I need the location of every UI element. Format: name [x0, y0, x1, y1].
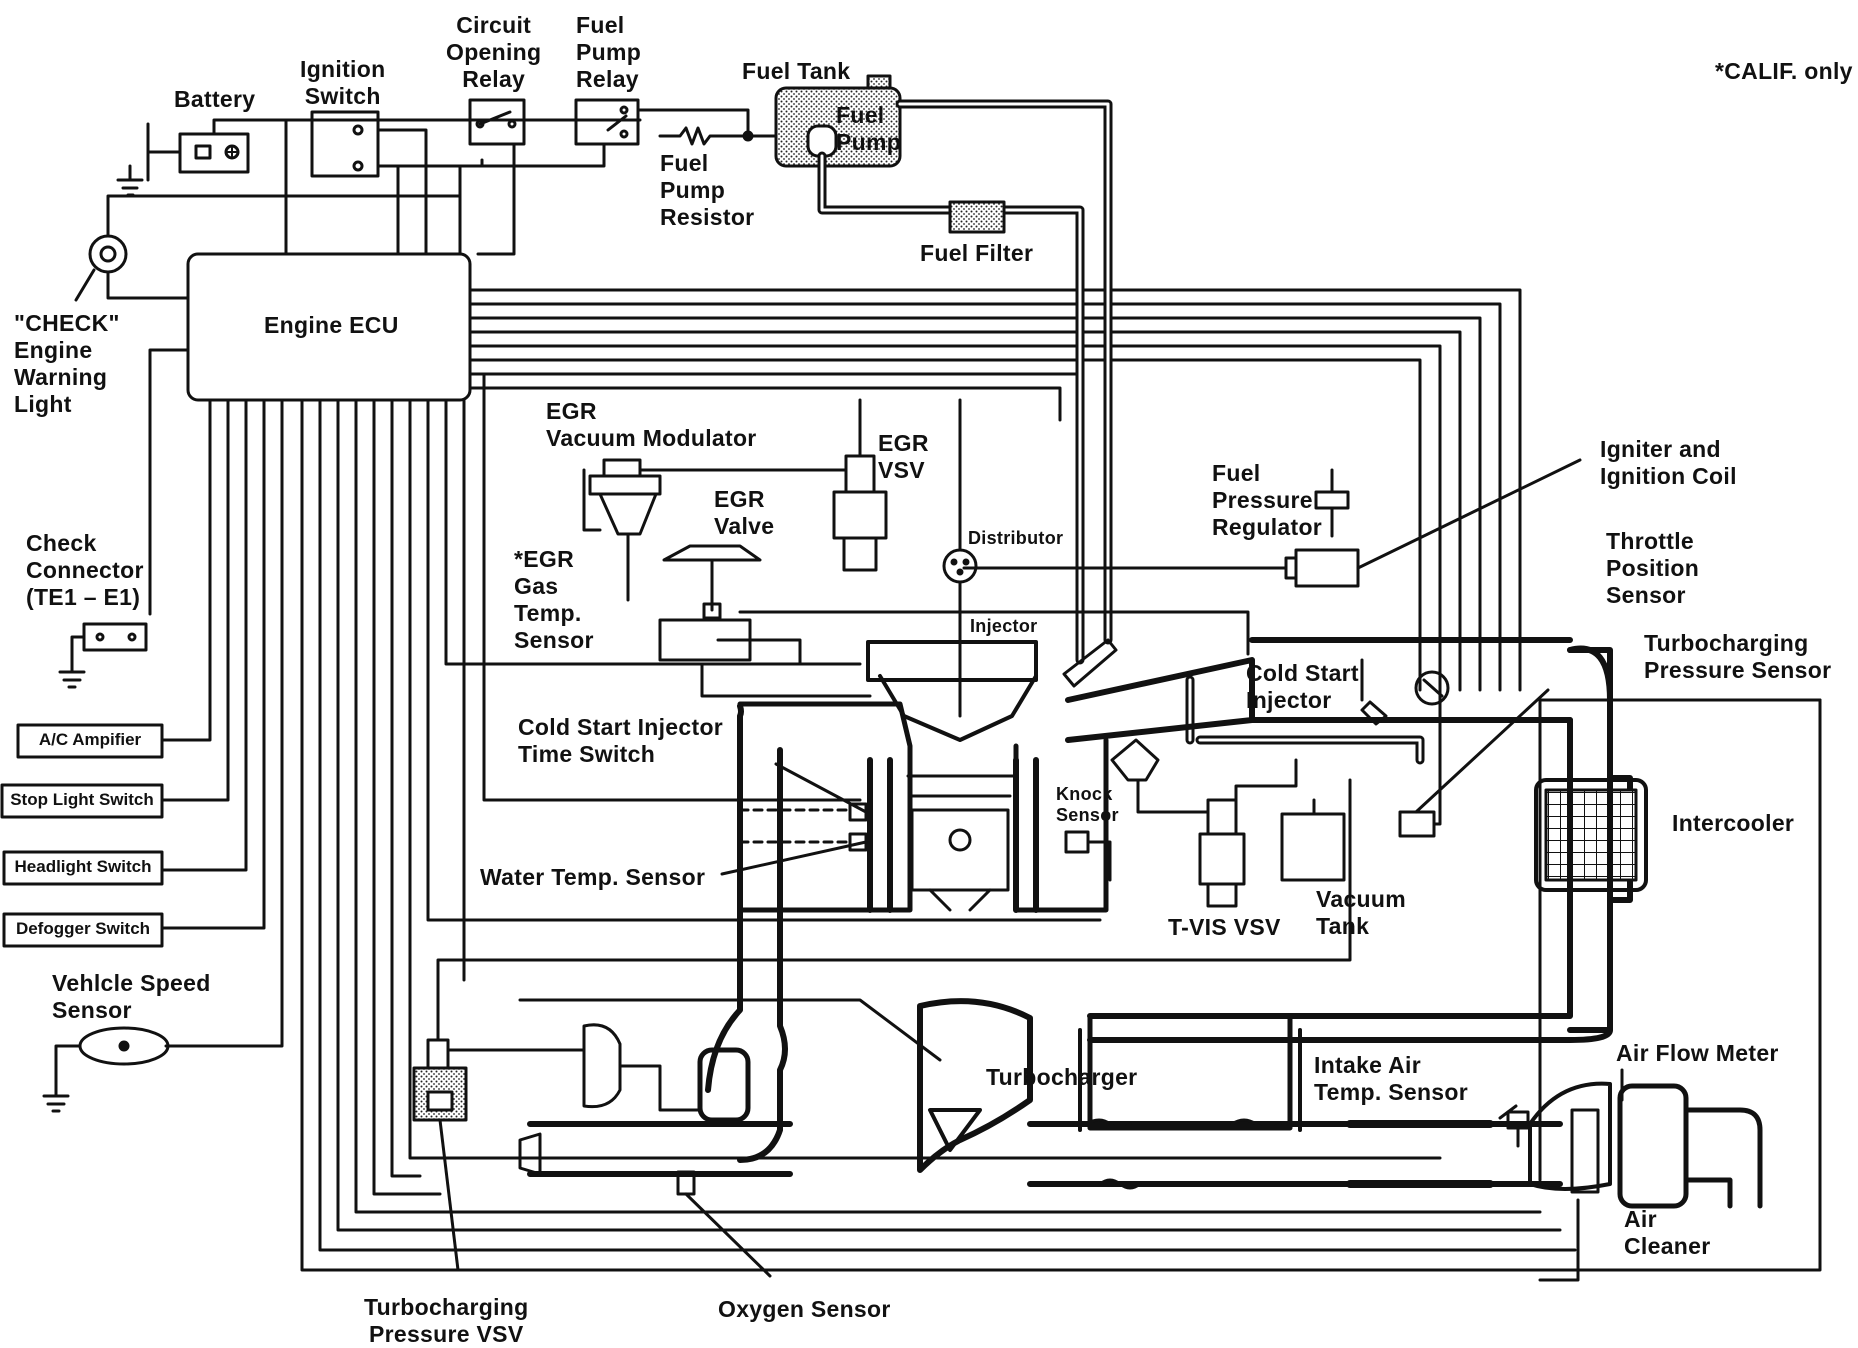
label-check-engine-light: "CHECK" Engine Warning Light [14, 310, 120, 417]
stop-light-switch-box [0, 783, 164, 819]
label-egr-vsv: EGR VSV [878, 430, 929, 483]
label-circuit-opening-relay: Circuit Opening Relay [446, 12, 542, 92]
t-vis-vsv-symbol [1198, 798, 1246, 908]
igniter-coil-symbol [1284, 548, 1360, 588]
engine-ecu-box [186, 252, 472, 402]
defogger-switch-box [2, 912, 164, 948]
label-vehicle-speed-sensor: Vehlcle Speed Sensor [52, 970, 211, 1023]
label-water-temp-sensor: Water Temp. Sensor [480, 864, 706, 890]
label-turbocharger: Turbocharger [986, 1064, 1138, 1090]
label-vacuum-tank: Vacuum Tank [1316, 886, 1407, 939]
label-fuel-pump: Fuel Pump [836, 102, 902, 155]
label-air-flow-meter: Air Flow Meter [1616, 1040, 1779, 1066]
vacuum-tank-symbol [1280, 812, 1346, 882]
turbocharger-symbol [917, 998, 1033, 1173]
knock-sensor-symbol [1064, 830, 1090, 854]
label-fuel-filter: Fuel Filter [920, 240, 1034, 266]
label-injector: Injector [970, 616, 1038, 636]
engine-block [737, 640, 1109, 913]
label-battery: Battery [174, 86, 256, 112]
label-oxygen-sensor: Oxygen Sensor [718, 1296, 891, 1322]
label-fuel-pump-resistor: Fuel Pump Resistor [660, 150, 755, 230]
ignition-switch-box [310, 110, 380, 178]
label-knock-sensor: Knock Sensor [1056, 784, 1119, 825]
label-intake-air-temp-sensor: Intake Air Temp. Sensor [1314, 1052, 1468, 1105]
headlight-switch-label: Headlight Switch [14, 857, 152, 876]
egr-vacuum-modulator-symbol [588, 458, 662, 602]
stop-light-switch-label: Stop Light Switch [10, 790, 154, 809]
battery-symbol [178, 132, 250, 174]
injector-symbol [1062, 638, 1118, 688]
distributor-symbol [942, 548, 978, 584]
fuel-filter [948, 200, 1006, 234]
label-egr-gas-temp-sensor: *EGR Gas Temp. Sensor [514, 546, 594, 653]
label-check-connector: Check Connector (TE1 – E1) [26, 530, 144, 610]
label-turbocharging-pressure-sensor: Turbocharging Pressure Sensor [1644, 630, 1832, 683]
label-turbocharging-pressure-vsv: Turbocharging Pressure VSV [364, 1294, 529, 1347]
throttle-position-sensor-symbol [1414, 670, 1450, 706]
fuel-pump-resistor-symbol [658, 126, 750, 146]
circuit-opening-relay-box [468, 98, 526, 146]
label-fuel-pump-relay: Fuel Pump Relay [576, 12, 642, 92]
label-throttle-position-sensor: Throttle Position Sensor [1606, 528, 1700, 608]
cold-start-injector-symbol [1360, 700, 1388, 726]
label-fuel-pressure-regulator: Fuel Pressure Regulator [1212, 460, 1323, 540]
label-cold-start-injector-time-switch: Cold Start Injector Time Switch [518, 714, 724, 767]
exhaust-manifold [697, 703, 788, 1163]
fuel-pump-relay-box [574, 98, 640, 146]
ac-amplifier-box [16, 723, 164, 759]
label-air-cleaner: Air Cleaner [1624, 1206, 1711, 1259]
egr-vsv-symbol [832, 398, 888, 572]
wastegate-actuator [582, 1023, 702, 1112]
label-t-vis-vsv: T-VIS VSV [1168, 914, 1281, 940]
check-connector-symbol [82, 622, 148, 652]
defogger-switch-label: Defogger Switch [15, 919, 151, 938]
label-intercooler: Intercooler [1672, 810, 1795, 836]
egr-valve-symbol [658, 544, 762, 662]
air-cleaner-symbol [1617, 1083, 1763, 1209]
fuel-tank [774, 74, 902, 168]
headlight-switch-box [2, 850, 164, 886]
label-igniter-ignition-coil: Igniter and Ignition Coil [1600, 436, 1737, 489]
label-egr-valve: EGR Valve [714, 486, 775, 539]
turbo-pressure-sensor-symbol [1398, 810, 1436, 838]
calif-note: *CALIF. only [1715, 58, 1853, 84]
label-egr-vacuum-modulator: EGR Vacuum Modulator [546, 398, 757, 451]
label-ignition-switch: Ignition Switch [300, 56, 386, 109]
label-distributor: Distributor [968, 528, 1064, 548]
label-fuel-tank: Fuel Tank [742, 58, 851, 84]
ac-amplifier-label: A/C Ampifier [38, 730, 142, 749]
label-cold-start-injector: Cold Start Injector [1246, 660, 1359, 713]
intercooler-symbol [1534, 647, 1648, 1033]
label-engine-ecu: Engine ECU [264, 312, 399, 338]
turbo-pressure-vsv-symbol [412, 1038, 468, 1122]
check-engine-light-symbol [88, 234, 128, 274]
air-flow-meter-symbol [1498, 1081, 1612, 1194]
vehicle-speed-sensor-symbol [78, 1026, 170, 1066]
